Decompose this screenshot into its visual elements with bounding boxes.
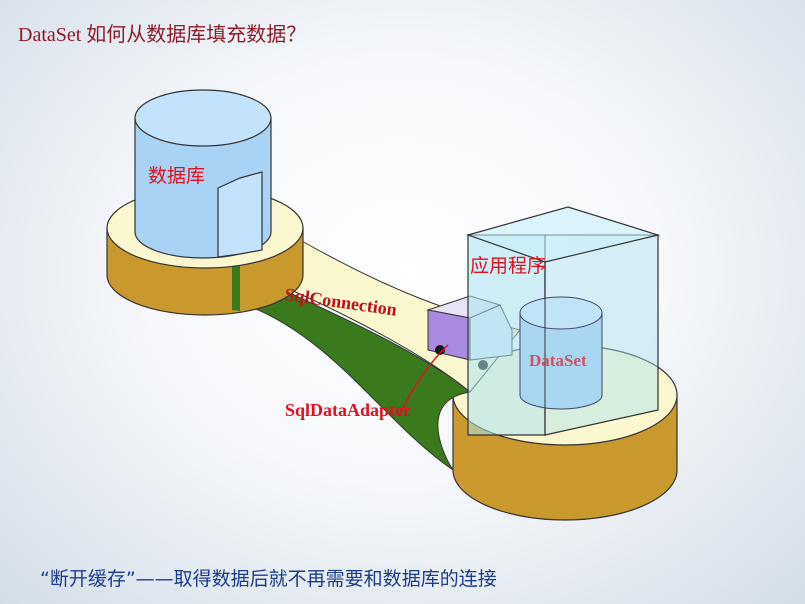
dataset-label: DataSet: [529, 351, 587, 370]
application-label: 应用程序: [470, 255, 546, 277]
dataset-cylinder: [519, 296, 603, 410]
door-icon: [217, 171, 263, 258]
adapter-pointer: [399, 344, 449, 416]
slide-title: DataSet 如何从数据库填充数据？: [18, 24, 307, 46]
adapter-label: SqlDataAdapter: [285, 400, 411, 420]
database-label: 数据库: [148, 165, 205, 187]
database-cylinder: [134, 89, 272, 259]
footer-note: “断开缓存”——取得数据后就不再需要和数据库的连接: [40, 568, 497, 590]
